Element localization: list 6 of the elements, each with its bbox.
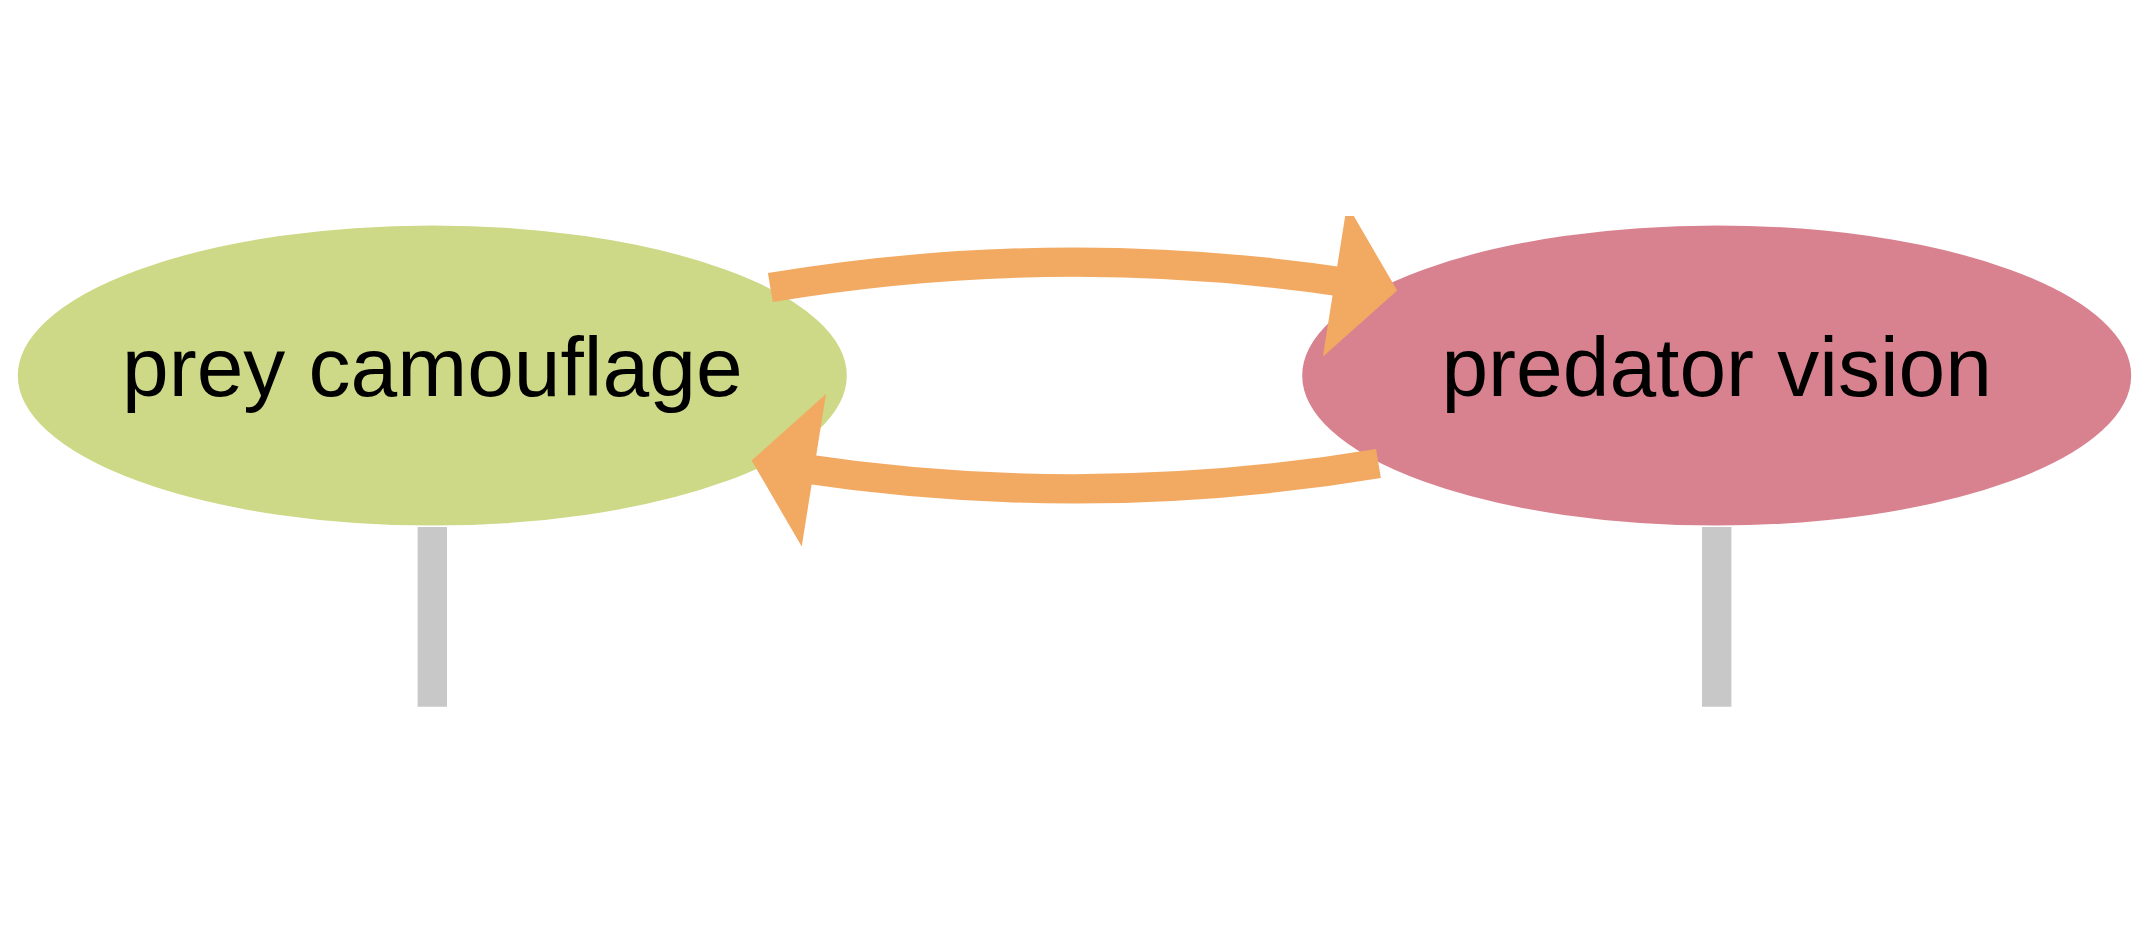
connector: [1702, 526, 1732, 707]
arrow: [751, 394, 1381, 547]
node-ellipse: prey camouflage: [15, 223, 849, 528]
node-ellipse: predator vision: [1300, 223, 2134, 528]
arrow: [768, 216, 1398, 357]
connector: [417, 526, 447, 707]
